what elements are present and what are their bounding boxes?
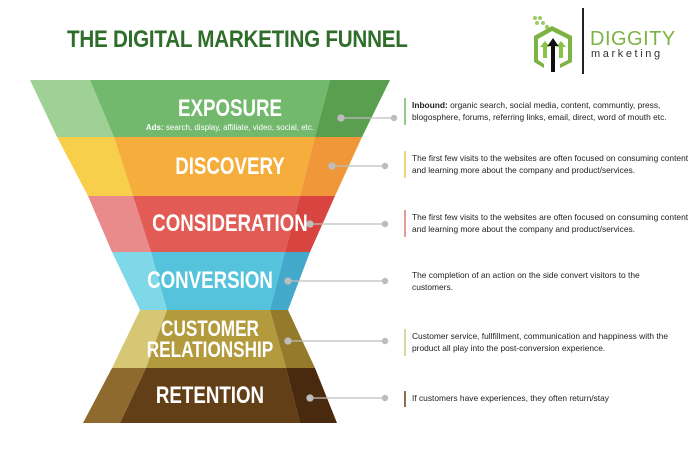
stage-description-exposure: Inbound: organic search, social media, c… <box>404 98 692 125</box>
logo-brand-name: DIGGITY <box>590 28 676 50</box>
stage-label-exposure: EXPOSURE <box>177 95 283 122</box>
stage-description-conversion: The completion of an action on the side … <box>412 270 640 292</box>
logo-divider <box>582 8 584 74</box>
exposure-ads-sublabel: Ads: search, display, affiliate, video, … <box>145 123 315 132</box>
description-accent-bar <box>404 210 406 237</box>
funnel-band-discovery <box>57 137 362 196</box>
house-growth-arrows-icon <box>533 16 572 72</box>
stage-label-customer-relationship-line2: RELATIONSHIP <box>146 337 274 362</box>
stage-description-retention: If customers have experiences, they ofte… <box>404 391 692 407</box>
stage-label-consideration: CONSIDERATION <box>152 210 308 237</box>
stage-label-retention: RETENTION <box>155 382 265 409</box>
page-title: THE DIGITAL MARKETING FUNNEL <box>67 26 408 53</box>
description-accent-bar <box>404 329 406 356</box>
stage-label-conversion: CONVERSION <box>147 267 273 294</box>
stage-description-consideration: The first few visits to the websites are… <box>404 210 692 237</box>
stage-label-customer-relationship-line1: CUSTOMER <box>161 316 259 341</box>
stage-description-customer-relationship: Customer service, fullfillment, communic… <box>404 329 692 356</box>
stage-label-discovery: DISCOVERY <box>175 153 285 180</box>
funnel-band-retention <box>83 368 337 423</box>
logo-brand-subtitle: marketing <box>591 48 663 60</box>
connector-lines <box>284 114 398 402</box>
description-accent-bar <box>404 151 406 178</box>
description-accent-bar <box>404 391 406 407</box>
funnel-band-customer-relationship <box>112 310 315 368</box>
funnel-band-exposure <box>30 80 390 137</box>
description-accent-bar <box>404 98 406 125</box>
stage-description-discovery: The first few visits to the websites are… <box>404 151 692 178</box>
